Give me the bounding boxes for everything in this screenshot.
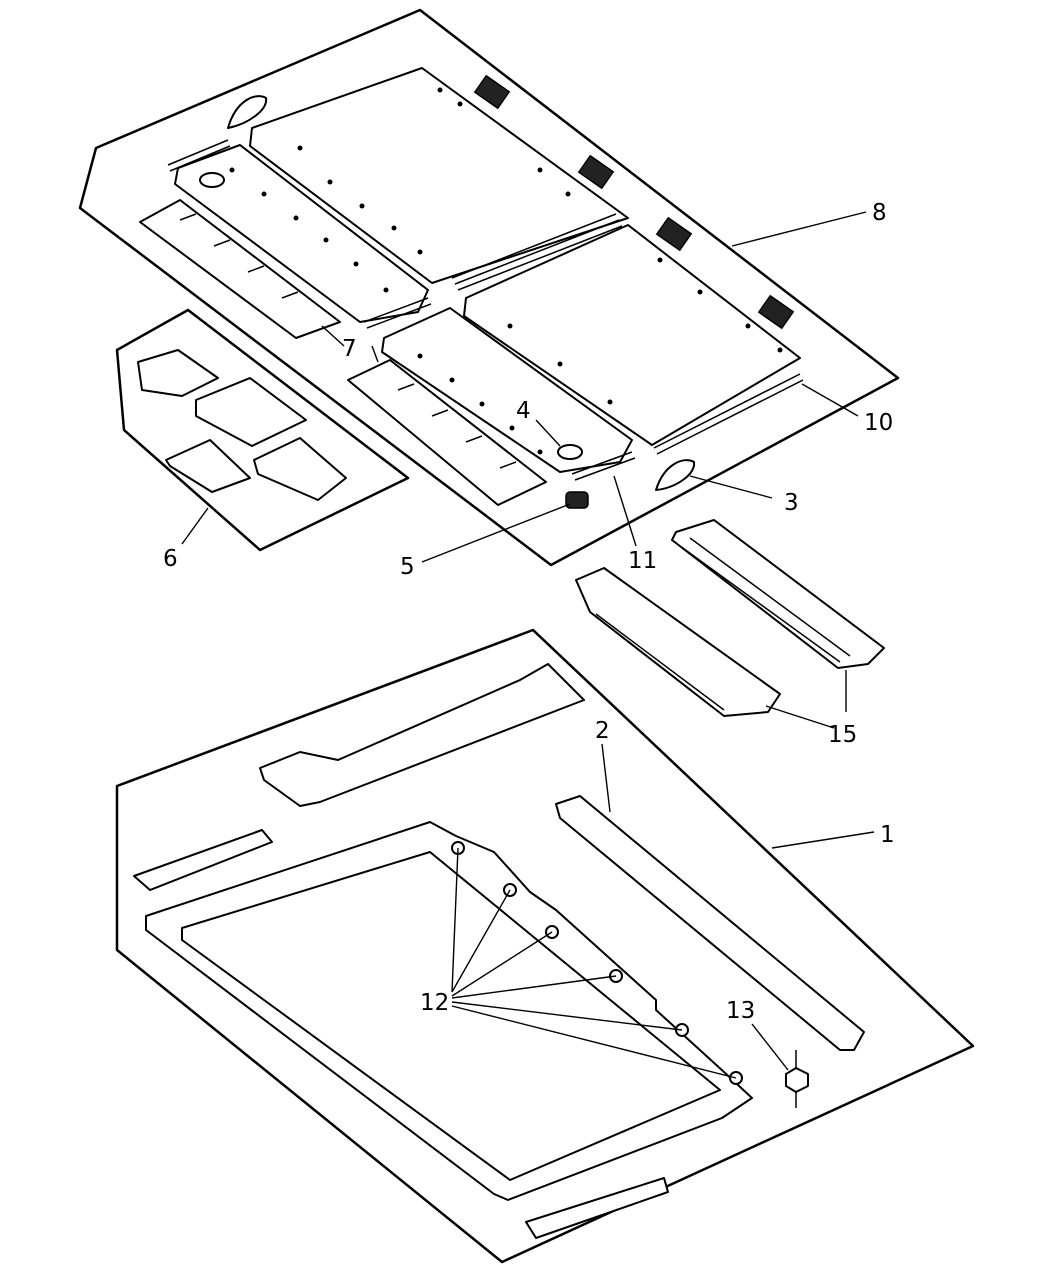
- floor-plate-rear-left: [174, 144, 429, 323]
- storage-bin-liner: [253, 437, 347, 501]
- tie-loop-front: [655, 459, 696, 491]
- callout-labels: 1 2 3 4 5 6 7 8 10 11 12 13 15: [163, 200, 895, 1024]
- callout-7: 7: [342, 336, 357, 362]
- callout-6: 6: [163, 546, 178, 572]
- frame-bolt-holes: [451, 841, 743, 1085]
- pad-markings: [179, 213, 517, 469]
- leader-lines: [181, 211, 875, 1079]
- storage-bin-cover: [195, 377, 307, 447]
- seat-rail-right: [671, 519, 885, 669]
- callout-4: 4: [516, 398, 531, 424]
- callout-3: 3: [784, 490, 799, 516]
- callout-12: 12: [420, 990, 449, 1016]
- storage-bin-lid-top: [137, 349, 219, 397]
- callout-5: 5: [400, 554, 415, 580]
- main-frame-inner: [181, 851, 721, 1181]
- callout-2: 2: [595, 718, 610, 744]
- callout-10: 10: [864, 410, 893, 436]
- latch-bracket-3: [655, 216, 693, 252]
- flange-nut: [785, 1067, 809, 1093]
- seal-strips: [167, 139, 804, 481]
- latch-bracket-1: [473, 74, 511, 110]
- floor-mat-rear-right: [249, 67, 629, 284]
- callout-1: 1: [880, 822, 895, 848]
- insulator-pad-front: [347, 359, 547, 506]
- callout-8: 8: [872, 200, 887, 226]
- seat-rail-group: [575, 519, 885, 717]
- floor-mat-front-right: [463, 224, 801, 446]
- seat-rail-detail: [595, 537, 851, 711]
- callout-11: 11: [628, 548, 657, 574]
- lower-frame-panel-group: [115, 628, 975, 1264]
- latch-bracket-2: [577, 154, 615, 190]
- latch-bracket-4: [757, 294, 795, 330]
- side-rail-right: [555, 795, 865, 1051]
- storage-bin-tray: [165, 439, 251, 493]
- tie-loop-rear: [227, 95, 268, 129]
- access-hole-rear: [199, 172, 225, 188]
- callout-13: 13: [726, 998, 755, 1024]
- side-bracket-left: [133, 829, 273, 891]
- drain-plug: [565, 491, 589, 509]
- floor-plate-front-left: [381, 307, 633, 473]
- seat-rail-left: [575, 567, 781, 717]
- insulator-pad-rear: [139, 199, 341, 339]
- access-hole-front: [557, 444, 583, 460]
- plate-holes: [229, 87, 783, 455]
- lower-bracket: [525, 1177, 669, 1239]
- upper-floor-panel-group: [78, 8, 900, 567]
- cross-member-upper: [259, 663, 585, 807]
- storage-bin-panel-group: [115, 308, 410, 552]
- callout-15: 15: [828, 722, 857, 748]
